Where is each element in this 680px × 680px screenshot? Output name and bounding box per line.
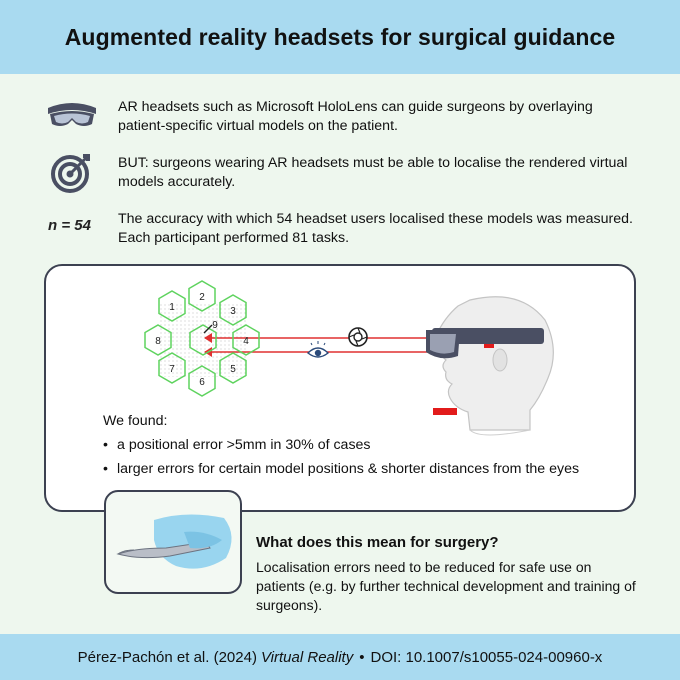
finding-item: •larger errors for certain model positio… — [103, 461, 580, 477]
point-participants: The accuracy with which 54 headset users… — [118, 211, 633, 246]
camera-aperture-icon — [348, 327, 368, 347]
headset-icon — [44, 100, 100, 135]
citation-journal: Virtual Reality — [260, 648, 354, 666]
hex-targets — [144, 280, 260, 397]
target-9-pointer — [203, 324, 213, 334]
hex-target-4 — [232, 324, 260, 356]
point-localisation: BUT: surgeons wearing AR headsets must b… — [118, 155, 628, 190]
hex-label-9: 9 — [212, 320, 218, 331]
hex-target-8 — [144, 324, 172, 356]
hex-label-8: 8 — [155, 336, 161, 347]
finding-item: •a positional error >5mm in 30% of cases — [103, 437, 371, 453]
chin-marker — [433, 408, 457, 415]
hex-label-4: 4 — [243, 336, 249, 347]
header-banner: Augmented reality headsets for surgical … — [0, 0, 680, 74]
findings-heading: We found: — [103, 413, 168, 429]
ray-arrowhead-upper — [204, 333, 212, 343]
citation-footer: Pérez-Pachón et al. (2024) Virtual Reali… — [0, 634, 680, 680]
target-icon — [50, 150, 94, 199]
hex-target-7 — [158, 352, 186, 384]
meaning-text: Localisation errors need to be reduced f… — [256, 559, 636, 613]
head-with-headset — [426, 296, 554, 436]
hex-label-6: 6 — [199, 377, 205, 388]
point-headsets: AR headsets such as Microsoft HoloLens c… — [118, 99, 593, 134]
hex-label-3: 3 — [230, 306, 236, 317]
hex-target-3 — [219, 294, 247, 326]
page-title: Augmented reality headsets for surgical … — [64, 23, 616, 50]
hex-target-1 — [158, 290, 186, 322]
hex-target-2 — [188, 280, 216, 312]
meaning-title: What does this mean for surgery? — [256, 534, 499, 551]
hex-label-5: 5 — [230, 364, 236, 375]
sample-size-label: n = 54 — [48, 217, 91, 234]
hex-label-7: 7 — [169, 364, 175, 375]
hex-target-9 — [189, 324, 217, 356]
hex-target-5 — [219, 352, 247, 384]
citation-separator: • — [359, 648, 365, 666]
citation-doi: DOI: 10.1007/s10055-024-00960-x — [370, 648, 603, 666]
eye-icon — [306, 341, 330, 358]
hex-target-6 — [188, 365, 216, 397]
citation-authors: Pérez-Pachón et al. (2024) — [77, 648, 257, 666]
eye-marker — [484, 344, 494, 348]
hex-label-1: 1 — [169, 302, 175, 313]
scalpel-illustration — [104, 490, 242, 594]
hex-label-2: 2 — [199, 292, 205, 303]
